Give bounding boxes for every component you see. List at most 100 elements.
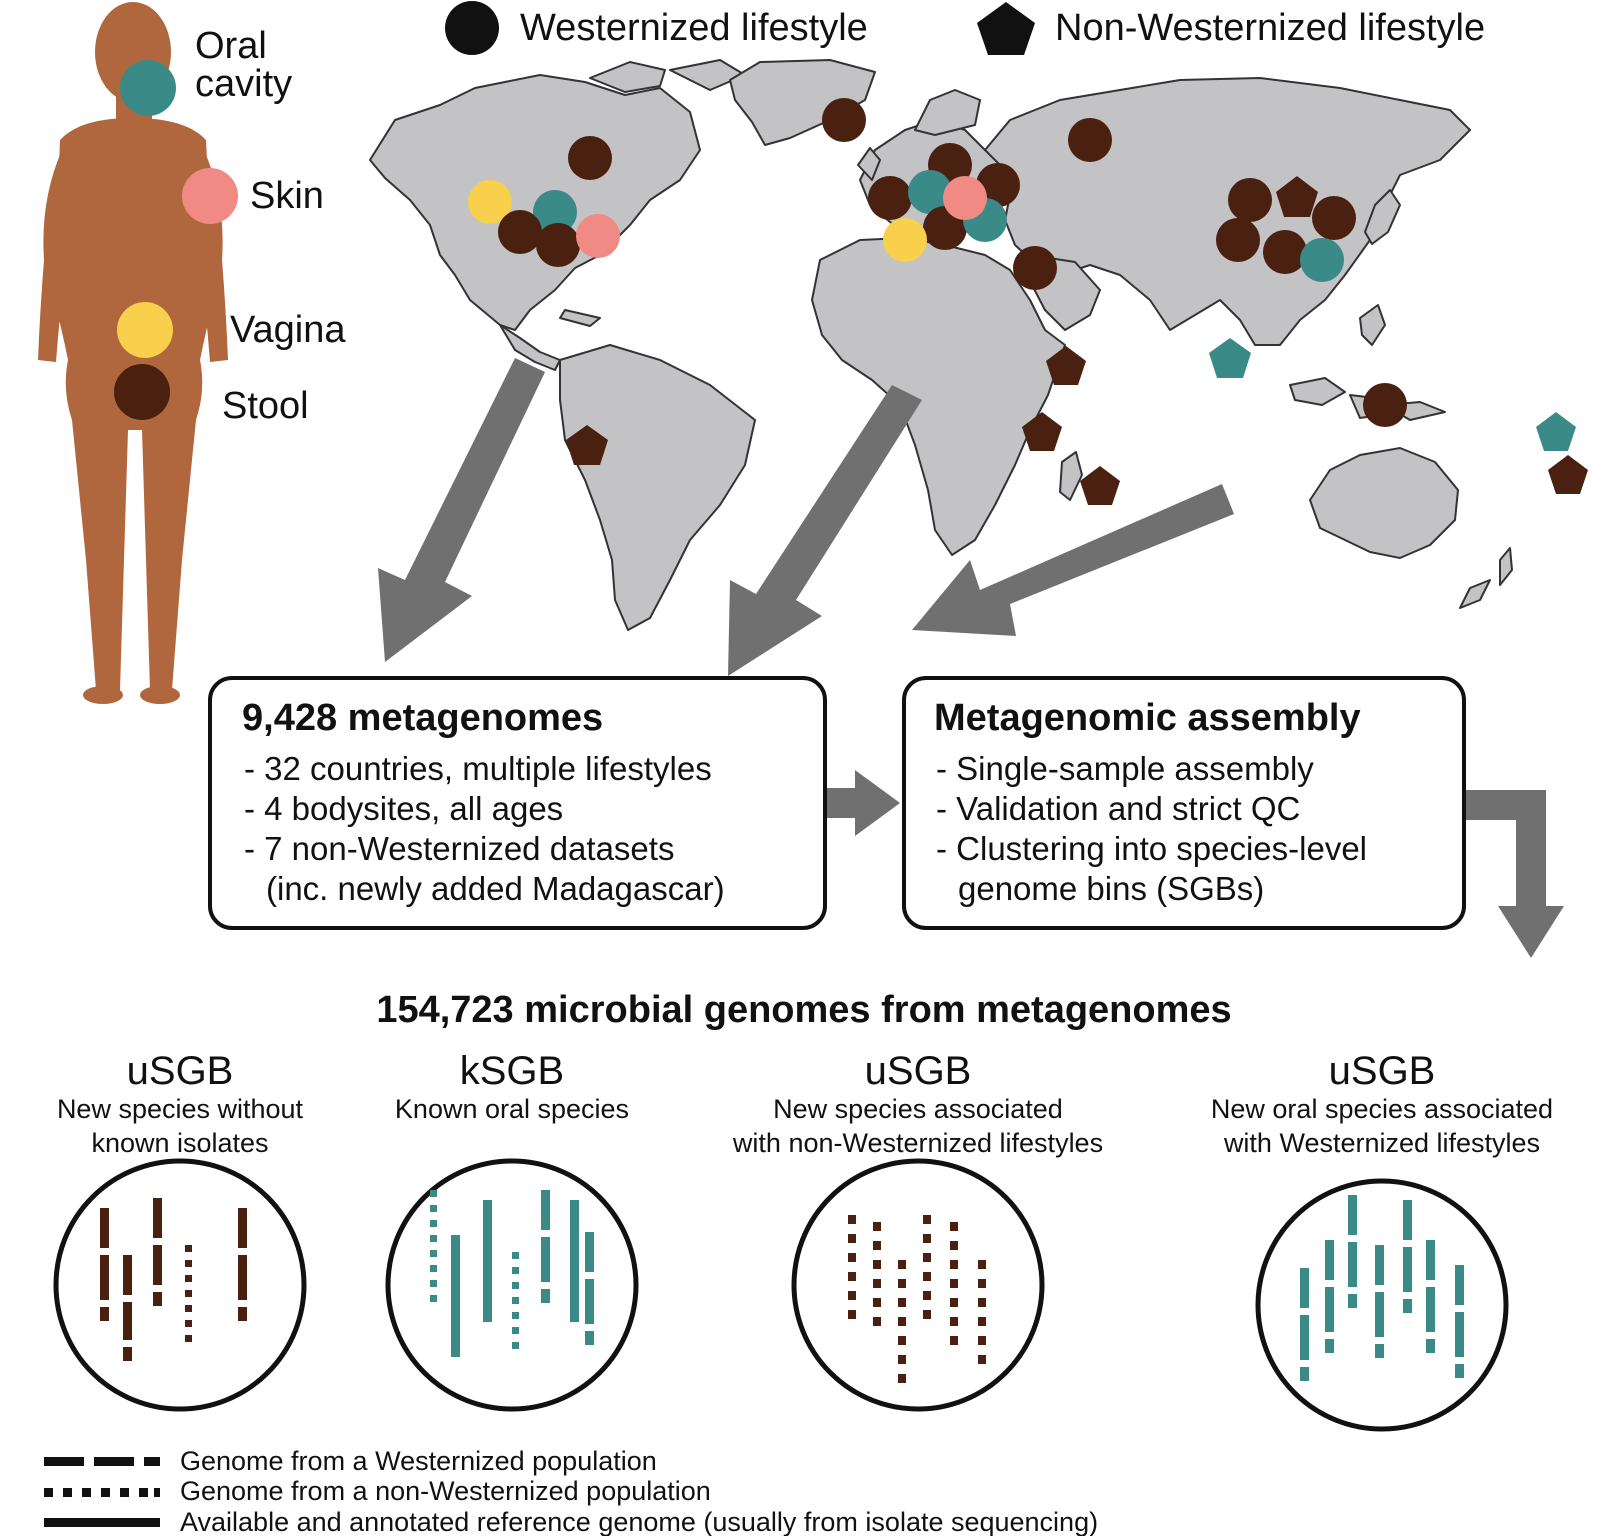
assembly-box-line: genome bins (SGBs) — [958, 870, 1264, 907]
arrow-africa-to-box — [728, 385, 922, 676]
genome-segment — [451, 1235, 460, 1357]
genome-segment — [1375, 1245, 1384, 1285]
marker-stool-westernized — [976, 163, 1020, 207]
genome-segment — [541, 1237, 550, 1282]
marker-stool-westernized — [536, 223, 580, 267]
genome-segment — [238, 1307, 247, 1321]
genome-segment — [185, 1260, 192, 1267]
sgb-cluster-circle — [791, 1158, 1045, 1412]
genome-segment — [430, 1190, 437, 1197]
genome-segment — [950, 1336, 958, 1345]
marker-stool-non-westernized — [1022, 412, 1062, 451]
genome-segment — [512, 1327, 519, 1334]
genome-segment — [483, 1200, 492, 1322]
genome-segment — [185, 1320, 192, 1327]
genome-segment — [873, 1260, 881, 1269]
genome-segment — [512, 1312, 519, 1319]
assembly-box-line: - Single-sample assembly — [936, 750, 1314, 787]
marker-vagina-westernized — [468, 180, 512, 224]
genome-segment — [153, 1245, 162, 1285]
marker-stool-westernized — [1013, 246, 1057, 290]
genome-segment — [153, 1292, 162, 1306]
genome-segment — [898, 1355, 906, 1364]
genome-segment — [185, 1335, 192, 1342]
genome-segment — [430, 1220, 437, 1227]
marker-stool-westernized — [1216, 218, 1260, 262]
genome-segment — [873, 1241, 881, 1250]
genome-segment — [100, 1208, 109, 1248]
pentagon-icon — [977, 2, 1035, 55]
genome-segment — [541, 1289, 550, 1303]
genome-segment — [950, 1298, 958, 1307]
marker-stool-westernized — [1068, 118, 1112, 162]
genome-segment — [1455, 1312, 1464, 1357]
marker-stool-non-westernized — [566, 425, 608, 465]
assembly-box-line: - Validation and strict QC — [936, 790, 1300, 827]
genome-segment — [100, 1255, 109, 1300]
genome-segment — [1348, 1242, 1357, 1287]
dotted-line-sample — [44, 1488, 53, 1497]
genome-segment — [1325, 1287, 1334, 1332]
genome-segment — [185, 1245, 192, 1252]
genome-segment — [585, 1331, 594, 1345]
genome-segment — [873, 1298, 881, 1307]
marker-stool-westernized — [1312, 196, 1356, 240]
genome-segment — [185, 1290, 192, 1297]
genome-segment — [1300, 1367, 1309, 1381]
genome-segment — [430, 1265, 437, 1272]
marker-vagina-westernized — [883, 218, 927, 262]
genome-segment — [978, 1317, 986, 1326]
sgb-column-title: uSGB — [127, 1049, 234, 1093]
genome-segment — [512, 1297, 519, 1304]
dotted-line-sample — [120, 1488, 129, 1497]
genome-segment — [430, 1235, 437, 1242]
dotted-line-sample — [101, 1488, 110, 1497]
sgb-column-subtitle: with non-Westernized lifestyles — [732, 1128, 1103, 1158]
metagenomes-box-line: - 7 non-Westernized datasets — [244, 830, 674, 867]
genome-segment — [848, 1234, 856, 1243]
genome-segment — [923, 1291, 931, 1300]
legend-non-westernized-label: Non-Westernized lifestyle — [1055, 7, 1485, 49]
marker-oral-westernized — [533, 190, 577, 234]
marker-stool-non-westernized — [1080, 466, 1120, 505]
sgb-column-title: uSGB — [1329, 1049, 1436, 1093]
genome-segment — [1348, 1195, 1357, 1235]
key-label-non-westernized: Genome from a non-Westernized population — [180, 1476, 711, 1506]
marker-stool-westernized — [1363, 383, 1407, 427]
arrow-americas-to-box — [378, 358, 545, 662]
dotted-line-sample — [139, 1488, 148, 1497]
genome-segment — [430, 1205, 437, 1212]
genome-segment — [950, 1241, 958, 1250]
sgb-column-subtitle: New species associated — [773, 1094, 1063, 1124]
genome-segment — [1348, 1294, 1357, 1308]
sgb-genome-glyphs — [100, 1198, 247, 1361]
genome-segment — [978, 1298, 986, 1307]
genome-segment — [1325, 1339, 1334, 1353]
dotted-line-sample — [82, 1488, 91, 1497]
vagina-marker — [117, 302, 173, 358]
oral-cavity-label-line2: cavity — [195, 63, 292, 105]
genome-segment — [570, 1200, 579, 1322]
genome-segment — [950, 1260, 958, 1269]
genome-segment — [873, 1279, 881, 1288]
marker-stool-westernized — [822, 98, 866, 142]
flow-arrows — [378, 358, 1564, 958]
genome-segment — [898, 1336, 906, 1345]
marker-oral-westernized — [908, 170, 952, 214]
sgb-column-subtitle: New oral species associated — [1211, 1094, 1553, 1124]
marker-stool-non-westernized — [1548, 455, 1588, 494]
genome-segment — [585, 1232, 594, 1272]
genome-segment — [430, 1280, 437, 1287]
marker-skin-westernized — [576, 214, 620, 258]
oral-cavity-label-line1: Oral — [195, 25, 267, 67]
sgb-column-title: uSGB — [865, 1049, 972, 1093]
genome-segment — [950, 1222, 958, 1231]
genome-segment — [512, 1267, 519, 1274]
stool-marker — [114, 364, 170, 420]
marker-oral-westernized — [1300, 238, 1344, 282]
genome-segment — [950, 1317, 958, 1326]
genome-segment — [153, 1198, 162, 1238]
genome-segment — [1455, 1364, 1464, 1378]
sgb-column-title: kSGB — [460, 1049, 564, 1093]
oral-cavity-marker — [120, 60, 176, 116]
